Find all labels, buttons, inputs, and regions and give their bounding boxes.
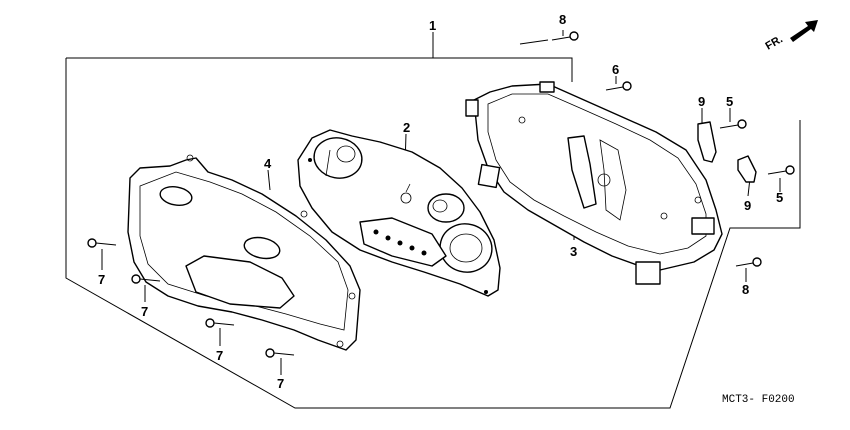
callout-5a: 5 — [726, 94, 733, 109]
callout-9b: 9 — [744, 198, 751, 213]
callout-3: 3 — [570, 244, 577, 259]
callout-8b: 8 — [742, 282, 749, 297]
callout-7c: 7 — [216, 348, 223, 363]
meter-case-part-3 — [465, 81, 723, 285]
callout-7a: 7 — [98, 272, 105, 287]
meter-cover-part-4 — [127, 154, 361, 351]
screw-icon — [131, 274, 161, 284]
callout-9a: 9 — [698, 94, 705, 109]
callout-8a: 8 — [559, 12, 566, 27]
screw-icon — [735, 257, 762, 267]
callout-7b: 7 — [141, 304, 148, 319]
front-label: FR. — [764, 33, 785, 52]
callout-5b: 5 — [776, 190, 783, 205]
callout-1: 1 — [429, 18, 436, 33]
screw-icon — [551, 31, 579, 41]
screw-icon — [719, 119, 747, 129]
screw-icons — [87, 31, 795, 358]
assembly-boundary — [65, 57, 801, 409]
callout-2: 2 — [403, 120, 410, 135]
screw-icon — [87, 238, 117, 248]
callout-6: 6 — [612, 62, 619, 77]
bushing-part-9 — [697, 121, 757, 183]
callout-4: 4 — [264, 156, 272, 171]
screw-icon — [205, 318, 235, 328]
screw-icon — [265, 348, 295, 358]
front-arrow: FR. — [764, 20, 818, 53]
screw-icon — [605, 81, 632, 91]
drawing-code: MCT3- F0200 — [722, 394, 795, 406]
callout-7d: 7 — [277, 376, 284, 391]
screw-icon — [767, 165, 795, 175]
meter-panel-part-2 — [297, 129, 501, 297]
